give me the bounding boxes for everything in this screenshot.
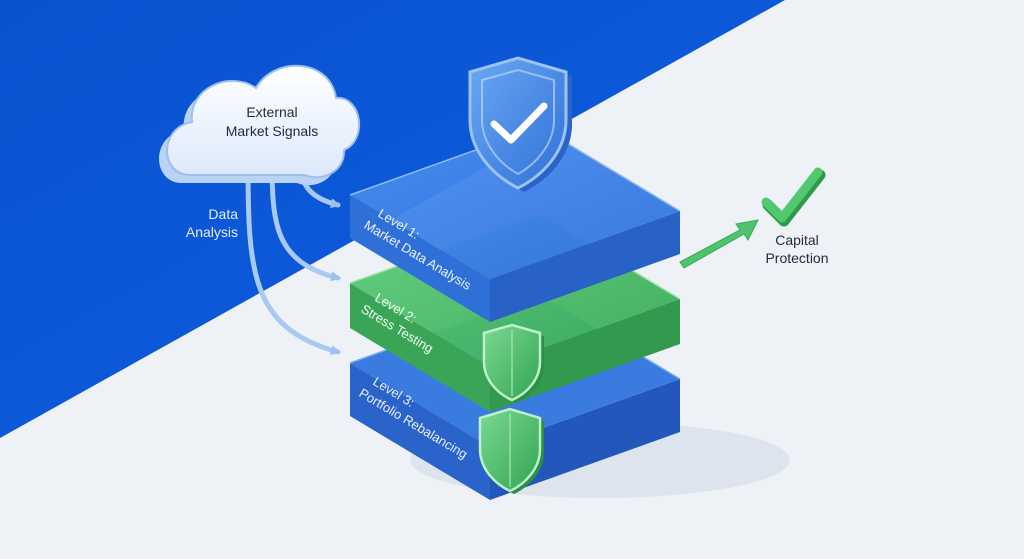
outcome-label-line2: Protection [765,250,828,266]
source-label-line2: Market Signals [226,123,319,139]
shield-check-icon [468,56,572,192]
cloud-icon [159,64,361,186]
outcome-label-line1: Capital [775,232,819,248]
level-2-shield-icon [482,323,544,403]
level-3-shield-icon [478,407,544,494]
source-label-line1: External [246,104,297,120]
outcome-arrow [679,219,759,269]
checkmark-icon [761,167,826,227]
flow-label-line2: Analysis [186,224,238,240]
flow-label-line1: Data [208,206,238,222]
level-1-slab [349,126,681,322]
flow-arrow-level-3 [245,157,341,355]
